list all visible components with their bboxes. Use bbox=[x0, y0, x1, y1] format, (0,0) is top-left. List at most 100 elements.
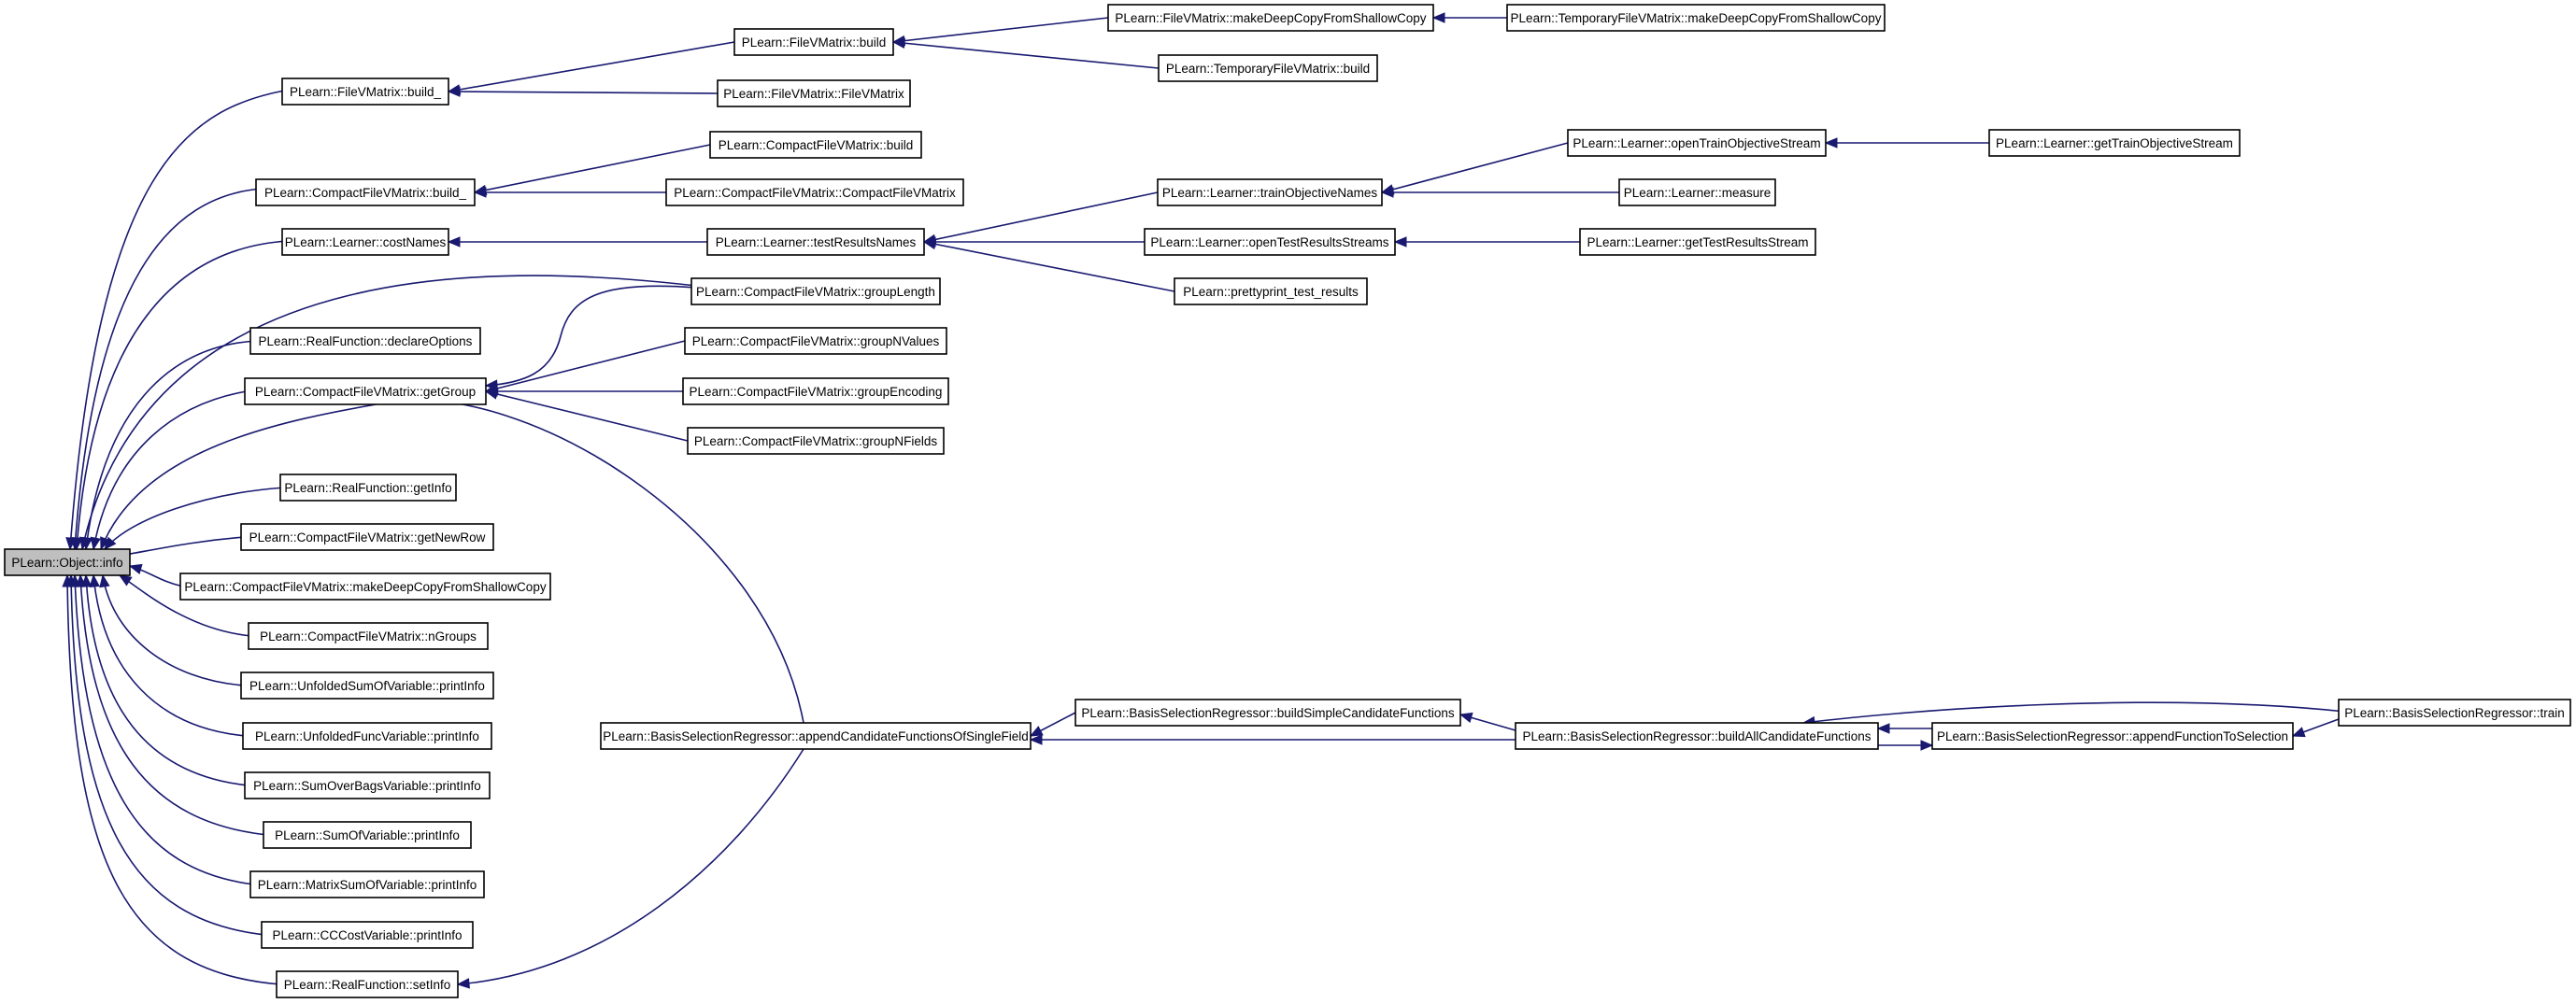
node-fvm_ctor[interactable]: PLearn::FileVMatrix::FileVMatrix bbox=[717, 79, 911, 107]
node-box-bsr_append[interactable] bbox=[600, 722, 1032, 750]
node-bsr_append[interactable]: PLearn::BasisSelectionRegressor::appendC… bbox=[600, 722, 1032, 750]
node-box-bsr_all[interactable] bbox=[1515, 722, 1879, 750]
node-label-ccv_printInfo: PLearn::CCCostVariable::printInfo bbox=[272, 928, 462, 942]
node-box-groupNFields[interactable] bbox=[687, 427, 945, 455]
node-box-bsr_train[interactable] bbox=[2338, 699, 2571, 727]
node-fvm_build[interactable]: PLearn::FileVMatrix::build bbox=[733, 28, 894, 56]
node-box-ufv_printInfo[interactable] bbox=[242, 722, 492, 750]
edge-info-to-fvm_build_ bbox=[69, 89, 291, 550]
node-ccv_printInfo[interactable]: PLearn::CCCostVariable::printInfo bbox=[261, 921, 474, 949]
node-rf_setInfo[interactable]: PLearn::RealFunction::setInfo bbox=[276, 970, 459, 998]
node-box-groupLength[interactable] bbox=[690, 277, 941, 305]
node-box-getTestResultsStream[interactable] bbox=[1579, 228, 1816, 256]
node-getTestResultsStream[interactable]: PLearn::Learner::getTestResultsStream bbox=[1579, 228, 1816, 256]
node-getGroup[interactable]: PLearn::CompactFileVMatrix::getGroup bbox=[244, 377, 487, 405]
arrowhead-fvm_build_-to-fvm_ctor bbox=[447, 86, 461, 97]
node-label-getGroup: PLearn::CompactFileVMatrix::getGroup bbox=[255, 385, 476, 399]
node-getTrainObjectiveStream[interactable]: PLearn::Learner::getTrainObjectiveStream bbox=[1988, 129, 2241, 157]
arrowhead-openTestResultsStreams-to-getTestResultsStream bbox=[1393, 236, 1407, 247]
node-box-cfvm_mdc[interactable] bbox=[179, 573, 551, 601]
node-nGroups[interactable]: PLearn::CompactFileVMatrix::nGroups bbox=[248, 622, 489, 650]
node-box-rf_setInfo[interactable] bbox=[276, 970, 459, 998]
node-box-tfvm_build[interactable] bbox=[1158, 54, 1378, 82]
node-box-cfvm_build_[interactable] bbox=[255, 178, 476, 206]
node-box-fvm_ctor[interactable] bbox=[717, 79, 911, 107]
node-box-msov_printInfo[interactable] bbox=[249, 870, 485, 898]
node-openTestResultsStreams[interactable]: PLearn::Learner::openTestResultsStreams bbox=[1144, 228, 1396, 256]
node-cfvm_mdc[interactable]: PLearn::CompactFileVMatrix::makeDeepCopy… bbox=[179, 573, 551, 601]
edge-info-to-rf_declareOptions bbox=[85, 340, 258, 550]
node-openTrainObjectiveStream[interactable]: PLearn::Learner::openTrainObjectiveStrea… bbox=[1567, 129, 1827, 157]
node-tfvm_mdc[interactable]: PLearn::TemporaryFileVMatrix::makeDeepCo… bbox=[1506, 4, 1886, 32]
node-getNewRow[interactable]: PLearn::CompactFileVMatrix::getNewRow bbox=[240, 523, 494, 551]
node-box-info[interactable] bbox=[4, 548, 131, 576]
node-box-cfvm_build[interactable] bbox=[709, 131, 922, 159]
node-fvm_build_[interactable]: PLearn::FileVMatrix::build_ bbox=[281, 78, 449, 106]
node-groupEncoding[interactable]: PLearn::CompactFileVMatrix::groupEncodin… bbox=[682, 377, 949, 405]
node-rf_getInfo[interactable]: PLearn::RealFunction::getInfo bbox=[279, 474, 457, 502]
node-label-info: PLearn::Object::info bbox=[11, 556, 122, 570]
node-msov_printInfo[interactable]: PLearn::MatrixSumOfVariable::printInfo bbox=[249, 870, 485, 898]
node-cfvm_build[interactable]: PLearn::CompactFileVMatrix::build bbox=[709, 131, 922, 159]
node-label-openTestResultsStreams: PLearn::Learner::openTestResultsStreams bbox=[1150, 235, 1388, 249]
node-box-rf_getInfo[interactable] bbox=[279, 474, 457, 502]
node-groupNValues[interactable]: PLearn::CompactFileVMatrix::groupNValues bbox=[684, 327, 947, 355]
node-bsr_all[interactable]: PLearn::BasisSelectionRegressor::buildAl… bbox=[1515, 722, 1879, 750]
node-box-rf_declareOptions[interactable] bbox=[249, 327, 481, 355]
node-bsr_simple[interactable]: PLearn::BasisSelectionRegressor::buildSi… bbox=[1075, 699, 1461, 727]
node-fvm_mdc[interactable]: PLearn::FileVMatrix::makeDeepCopyFromSha… bbox=[1107, 4, 1434, 32]
arrowhead-bsr_append-to-bsr_simple bbox=[1029, 726, 1044, 737]
node-groupNFields[interactable]: PLearn::CompactFileVMatrix::groupNFields bbox=[687, 427, 945, 455]
node-label-costNames: PLearn::Learner::costNames bbox=[285, 235, 447, 249]
node-label-fvm_mdc: PLearn::FileVMatrix::makeDeepCopyFromSha… bbox=[1115, 11, 1426, 25]
node-box-getNewRow[interactable] bbox=[240, 523, 494, 551]
node-cfvm_ctor[interactable]: PLearn::CompactFileVMatrix::CompactFileV… bbox=[665, 178, 964, 206]
node-bsr_train[interactable]: PLearn::BasisSelectionRegressor::train bbox=[2338, 699, 2571, 727]
node-box-trainObjectiveNames[interactable] bbox=[1157, 178, 1383, 206]
node-label-rf_setInfo: PLearn::RealFunction::setInfo bbox=[284, 978, 451, 992]
node-label-trainObjectiveNames: PLearn::Learner::trainObjectiveNames bbox=[1162, 186, 1378, 200]
node-box-fvm_mdc[interactable] bbox=[1107, 4, 1434, 32]
node-info[interactable]: PLearn::Object::info bbox=[4, 548, 131, 576]
node-rf_declareOptions[interactable]: PLearn::RealFunction::declareOptions bbox=[249, 327, 481, 355]
node-label-bsr_appendSel: PLearn::BasisSelectionRegressor::appendF… bbox=[1937, 729, 2288, 743]
node-box-tfvm_mdc[interactable] bbox=[1506, 4, 1886, 32]
node-box-bsr_appendSel[interactable] bbox=[1931, 722, 2294, 750]
node-box-openTrainObjectiveStream[interactable] bbox=[1567, 129, 1827, 157]
node-cfvm_build_[interactable]: PLearn::CompactFileVMatrix::build_ bbox=[255, 178, 476, 206]
node-label-groupLength: PLearn::CompactFileVMatrix::groupLength bbox=[696, 285, 935, 299]
node-box-measure[interactable] bbox=[1618, 178, 1776, 206]
node-box-fvm_build[interactable] bbox=[733, 28, 894, 56]
node-box-openTestResultsStreams[interactable] bbox=[1144, 228, 1396, 256]
node-box-prettyprint[interactable] bbox=[1174, 277, 1368, 305]
node-usov_printInfo[interactable]: PLearn::UnfoldedSumOfVariable::printInfo bbox=[240, 672, 494, 700]
node-trainObjectiveNames[interactable]: PLearn::Learner::trainObjectiveNames bbox=[1157, 178, 1383, 206]
node-sobv_printInfo[interactable]: PLearn::SumOverBagsVariable::printInfo bbox=[244, 771, 491, 799]
arrowhead-testResultsNames-to-prettyprint bbox=[922, 238, 937, 250]
edge-info-to-groupLength bbox=[81, 275, 697, 550]
node-box-getGroup[interactable] bbox=[244, 377, 487, 405]
node-box-getTrainObjectiveStream[interactable] bbox=[1988, 129, 2241, 157]
node-box-bsr_simple[interactable] bbox=[1075, 699, 1461, 727]
node-box-groupNValues[interactable] bbox=[684, 327, 947, 355]
node-prettyprint[interactable]: PLearn::prettyprint_test_results bbox=[1174, 277, 1368, 305]
node-box-ccv_printInfo[interactable] bbox=[261, 921, 474, 949]
node-box-cfvm_ctor[interactable] bbox=[665, 178, 964, 206]
node-box-costNames[interactable] bbox=[281, 228, 449, 256]
node-costNames[interactable]: PLearn::Learner::costNames bbox=[281, 228, 449, 256]
node-sov_printInfo[interactable]: PLearn::SumOfVariable::printInfo bbox=[263, 821, 472, 849]
node-testResultsNames[interactable]: PLearn::Learner::testResultsNames bbox=[706, 228, 925, 256]
node-box-sov_printInfo[interactable] bbox=[263, 821, 472, 849]
node-ufv_printInfo[interactable]: PLearn::UnfoldedFuncVariable::printInfo bbox=[242, 722, 492, 750]
node-box-nGroups[interactable] bbox=[248, 622, 489, 650]
node-groupLength[interactable]: PLearn::CompactFileVMatrix::groupLength bbox=[690, 277, 941, 305]
node-box-usov_printInfo[interactable] bbox=[240, 672, 494, 700]
node-box-groupEncoding[interactable] bbox=[682, 377, 949, 405]
node-box-sobv_printInfo[interactable] bbox=[244, 771, 491, 799]
arrowhead-info-to-getGroup bbox=[90, 536, 101, 551]
node-measure[interactable]: PLearn::Learner::measure bbox=[1618, 178, 1776, 206]
node-box-testResultsNames[interactable] bbox=[706, 228, 925, 256]
node-box-fvm_build_[interactable] bbox=[281, 78, 449, 106]
node-bsr_appendSel[interactable]: PLearn::BasisSelectionRegressor::appendF… bbox=[1931, 722, 2294, 750]
node-tfvm_build[interactable]: PLearn::TemporaryFileVMatrix::build bbox=[1158, 54, 1378, 82]
